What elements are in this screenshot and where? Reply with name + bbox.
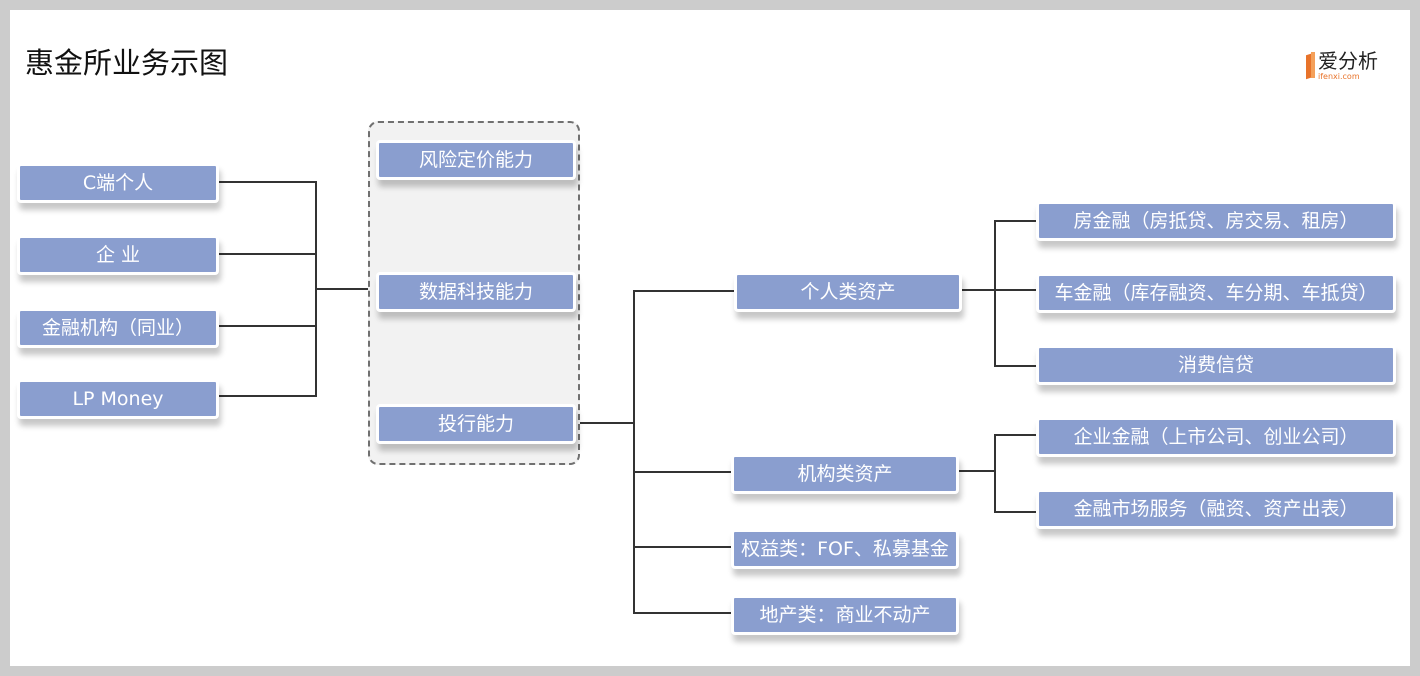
inst-asset-label: 企业金融（上市公司、创业公司）	[1073, 426, 1359, 448]
asset-label: 机构类资产	[797, 463, 893, 485]
personal-asset-label: 消费信贷	[1177, 354, 1254, 376]
logo-name: 爱分析	[1318, 49, 1378, 73]
source-label: 企 业	[95, 244, 141, 266]
source-label: 金融机构（同业）	[41, 317, 194, 339]
personal-asset-consumer-credit[interactable]: 消费信贷	[1036, 345, 1396, 385]
connector-source-4	[218, 289, 317, 397]
inst-asset-label: 金融市场服务（融资、资产出表）	[1073, 498, 1359, 520]
inst-asset-financial-market-services[interactable]: 金融市场服务（融资、资产出表）	[1036, 489, 1396, 529]
logo-url: ifenxi.com	[1318, 72, 1360, 81]
connector-asset-trunk	[633, 290, 734, 614]
capability-label: 数据科技能力	[418, 281, 533, 303]
asset-label: 权益类：FOF、私募基金	[741, 538, 949, 560]
source-label: C端个人	[82, 172, 154, 194]
asset-node-personal[interactable]: 个人类资产	[734, 272, 962, 312]
asset-node-institutional[interactable]: 机构类资产	[731, 454, 959, 494]
personal-asset-label: 车金融（库存融资、车分期、车抵贷）	[1054, 282, 1378, 304]
diagram-canvas	[10, 10, 1410, 666]
personal-asset-auto-finance[interactable]: 车金融（库存融资、车分期、车抵贷）	[1036, 273, 1396, 313]
personal-asset-housing-finance[interactable]: 房金融（房抵贷、房交易、租房）	[1036, 201, 1396, 241]
asset-node-real-estate[interactable]: 地产类：商业不动产	[731, 595, 959, 635]
source-node-enterprise[interactable]: 企 业	[17, 235, 219, 275]
source-node-financial-institution[interactable]: 金融机构（同业）	[17, 308, 219, 348]
logo-mark-highlight	[1311, 52, 1315, 78]
source-label: LP Money	[72, 388, 164, 410]
page-title: 惠金所业务示图	[25, 46, 229, 80]
connector-source-1	[218, 181, 317, 289]
capability-label: 投行能力	[437, 413, 514, 435]
connector-inst-trunk	[994, 434, 1036, 513]
capability-label: 风险定价能力	[418, 149, 533, 171]
asset-label: 地产类：商业不动产	[759, 604, 931, 626]
source-node-lp-money[interactable]: LP Money	[17, 379, 219, 419]
inst-asset-corporate-finance[interactable]: 企业金融（上市公司、创业公司）	[1036, 417, 1396, 457]
capability-node-risk-pricing[interactable]: 风险定价能力	[376, 140, 576, 180]
connector-personal-trunk	[994, 220, 1036, 367]
ifenxi-logo: 爱分析 ifenxi.com	[1306, 50, 1396, 84]
asset-node-equity[interactable]: 权益类：FOF、私募基金	[731, 529, 959, 569]
personal-asset-label: 房金融（房抵贷、房交易、租房）	[1073, 210, 1359, 232]
source-node-c-individual[interactable]: C端个人	[17, 163, 219, 203]
capability-node-investment-banking[interactable]: 投行能力	[376, 404, 576, 444]
asset-label: 个人类资产	[800, 281, 896, 303]
capability-node-data-tech[interactable]: 数据科技能力	[376, 272, 576, 312]
